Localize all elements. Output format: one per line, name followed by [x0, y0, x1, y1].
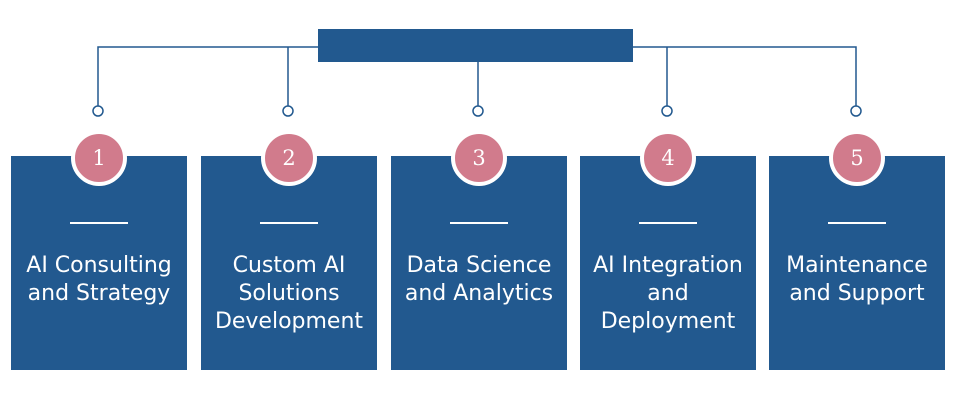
step-number-badge-1: 1: [71, 130, 127, 186]
connector-1: [97, 46, 318, 106]
card-divider: [260, 222, 318, 224]
card-divider: [639, 222, 697, 224]
header-bar: [318, 29, 633, 62]
step-label: AI Consulting and Strategy: [26, 253, 172, 306]
step-card-4: AI Integration and Deployment: [580, 156, 756, 370]
connector-5: [633, 46, 857, 106]
step-card-2: Custom AI Solutions Development: [201, 156, 377, 370]
connector-dot-2: [282, 105, 294, 117]
step-label: Maintenance and Support: [786, 253, 928, 306]
step-card-5: Maintenance and Support: [769, 156, 945, 370]
step-label: Custom AI Solutions Development: [214, 253, 364, 334]
connector-dot-1: [92, 105, 104, 117]
step-label: Data Science and Analytics: [404, 253, 554, 306]
card-divider: [70, 222, 128, 224]
step-number-badge-2: 2: [261, 130, 317, 186]
connector-dot-5: [850, 105, 862, 117]
step-number-badge-4: 4: [640, 130, 696, 186]
connector-dot-3: [472, 105, 484, 117]
card-divider: [450, 222, 508, 224]
connector-dot-4: [661, 105, 673, 117]
step-number-badge-3: 3: [451, 130, 507, 186]
step-label: AI Integration and Deployment: [593, 253, 743, 334]
step-number-badge-5: 5: [829, 130, 885, 186]
card-divider: [828, 222, 886, 224]
step-card-1: AI Consulting and Strategy: [11, 156, 187, 370]
step-card-3: Data Science and Analytics: [391, 156, 567, 370]
